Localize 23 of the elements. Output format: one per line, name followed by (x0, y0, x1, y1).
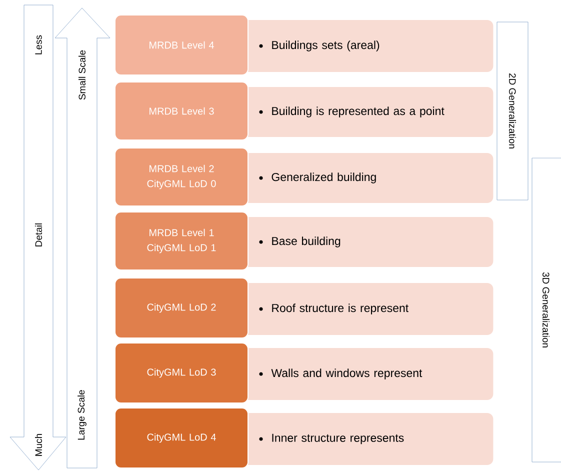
scale-arrow (54, 8, 110, 468)
level-box: MRDB Level 2 CityGML LoD 0 (114, 148, 248, 206)
level-box: CityGML LoD 4 (114, 408, 248, 468)
description-box: Walls and windows represent (243, 348, 494, 400)
level-box: MRDB Level 3 (114, 82, 248, 140)
arrow-label: Less (35, 35, 42, 54)
level-box: MRDB Level 4 (114, 14, 248, 76)
bracket-box: 3D Generalization (532, 158, 561, 462)
detail-arrow (10, 4, 66, 470)
level-box: CityGML LoD 2 (114, 278, 248, 338)
level-box: CityGML LoD 3 (114, 342, 248, 404)
arrow-label: Much (35, 434, 42, 456)
description-box: Generalized building (243, 153, 494, 203)
description-box: Base building (243, 217, 494, 267)
level-box: MRDB Level 1 CityGML LoD 1 (114, 212, 248, 270)
arrow-label: Large Scale (78, 390, 86, 440)
description-box: Buildings sets (areal) (243, 20, 494, 72)
arrow-label: Small Scale (78, 50, 86, 100)
description-box: Building is represented as a point (243, 87, 494, 137)
description-box: Roof structure is represent (243, 283, 494, 335)
arrow-label: Detail (35, 224, 42, 246)
bracket-box: 2D Generalization (496, 22, 528, 200)
description-box: Inner structure represents (243, 413, 494, 465)
